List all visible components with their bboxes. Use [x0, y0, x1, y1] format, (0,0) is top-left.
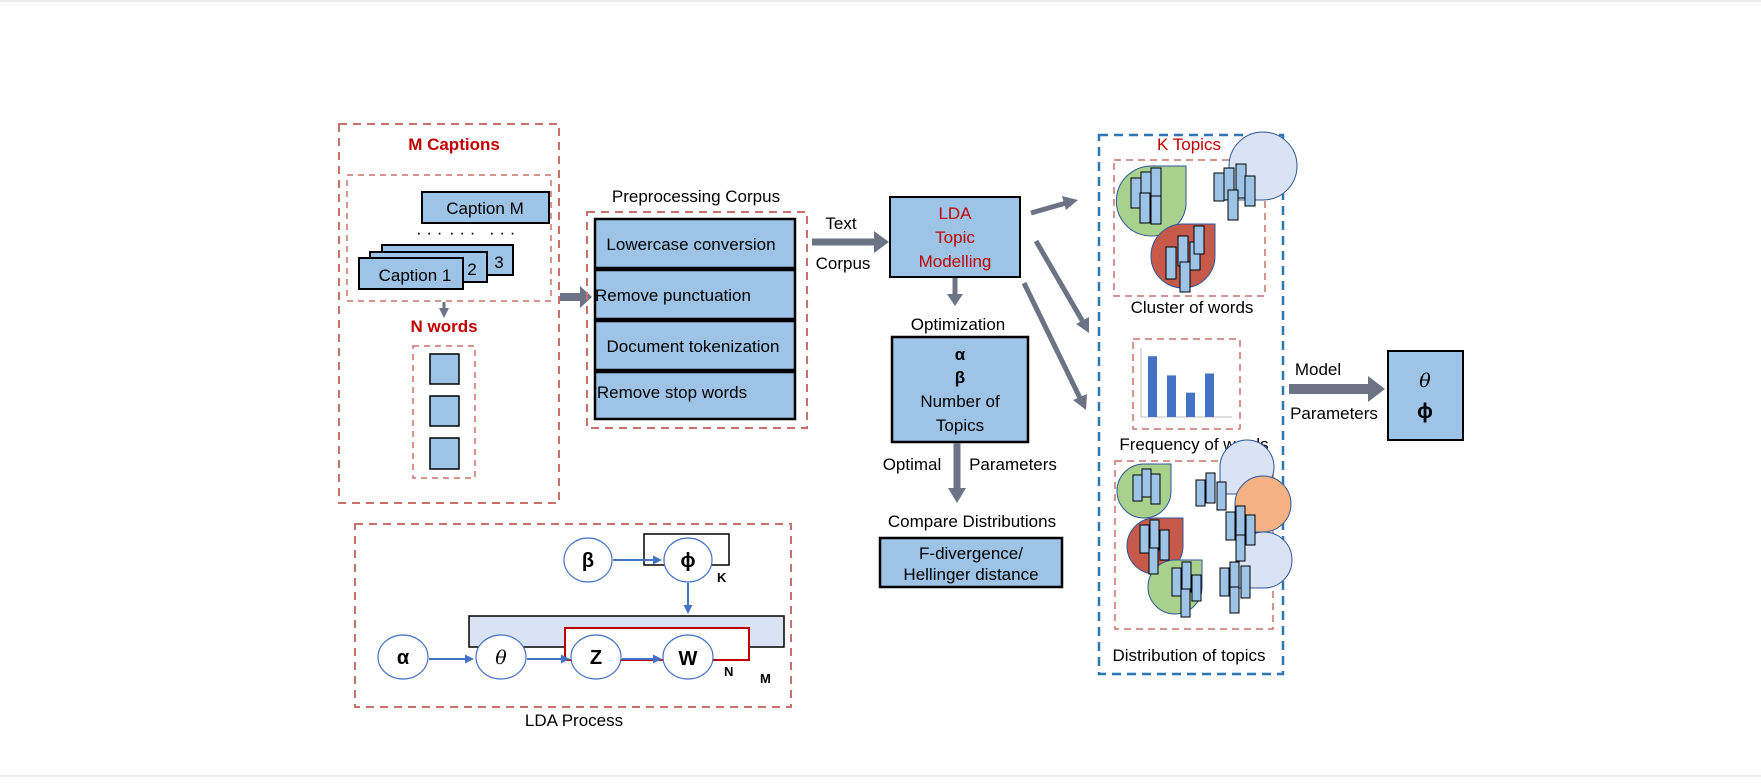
lda-line-1: LDA: [938, 204, 972, 223]
caption-2-label: 2: [467, 260, 476, 279]
k-topics-title: K Topics: [1157, 135, 1221, 154]
n-words-title: N words: [410, 317, 477, 336]
alpha-node-label: α: [397, 647, 410, 669]
preprocessing-dashed-border: [586, 211, 808, 429]
lda-to-clusters-arrow-head: [1062, 196, 1078, 210]
lda-to-optimization-arrow-head: [947, 294, 963, 306]
word-box: [429, 395, 460, 427]
model-parameters-arrow-head: [1368, 376, 1385, 402]
optimization-group: Optimization α β Number of Topics: [890, 315, 1030, 444]
distribution-label: Distribution of topics: [1112, 646, 1265, 665]
lda-process-group: K M N β ϕ α θ Z W LDA Process: [354, 523, 792, 730]
frequency-bar: [1167, 375, 1176, 417]
text-label: Text: [825, 214, 856, 233]
parameters-output-label: Parameters: [1290, 404, 1378, 423]
lda-to-distribution-arrow-head: [1073, 394, 1087, 410]
alpha-node: [377, 634, 429, 680]
w-node: [662, 634, 714, 680]
model-theta: θ: [1419, 370, 1431, 392]
lda-to-distribution-arrow-shaft: [1021, 281, 1083, 400]
optimization-box: [890, 335, 1030, 444]
cluster-word-bars: [1130, 163, 1256, 293]
preprocessing-group: Preprocessing Corpus Lowercase conversio…: [586, 187, 808, 429]
k-topics-panel: K Topics Cluster of words Frequency of w…: [1097, 131, 1298, 676]
k-topics-dashed-border: [1097, 133, 1285, 676]
frequency-bar: [1148, 356, 1157, 417]
plate-m-label: M: [760, 671, 771, 686]
theta-node-label: θ: [495, 647, 507, 669]
preprocessing-title: Preprocessing Corpus: [612, 187, 780, 206]
text-corpus-arrow-head: [874, 231, 889, 253]
z-node: [570, 634, 622, 680]
preprocessing-step: Lowercase conversion: [593, 217, 797, 270]
preprocessing-step: Remove stop words: [593, 370, 797, 421]
cluster-label: Cluster of words: [1131, 298, 1254, 317]
optimization-title: Optimization: [911, 315, 1005, 334]
frequency-bars: [1148, 356, 1214, 417]
distribution-word-bars: [1132, 468, 1256, 618]
compare-line-1: F-divergence/: [919, 544, 1023, 563]
caption-m-box: [421, 191, 550, 224]
optimization-alpha: α: [955, 345, 966, 364]
lda-to-clusters-arrow-shaft: [1030, 200, 1067, 216]
plate-k-label: K: [717, 570, 727, 585]
preprocessing-step-label: Remove punctuation: [595, 286, 751, 305]
optimal-label: Optimal: [883, 455, 942, 474]
beta-node-label: β: [582, 550, 594, 572]
lda-process-title: LDA Process: [525, 711, 623, 730]
compare-box: [878, 536, 1064, 589]
theta-node: [475, 634, 527, 680]
optimal-parameters-arrow-head: [948, 488, 966, 503]
preprocessing-step-label: Lowercase conversion: [606, 235, 775, 254]
caption-dots-3: · · ·: [489, 223, 515, 242]
caption-1-box: [358, 257, 464, 290]
lda-topic-modelling-box: LDA Topic Modelling: [889, 196, 1021, 278]
phi-node: [663, 537, 713, 583]
w-node-label: W: [679, 648, 698, 670]
captions-dashed-border: [338, 123, 560, 504]
optimization-topics-line-1: Number of: [920, 392, 1000, 411]
preprocessing-step: Document tokenization: [593, 319, 797, 372]
caption-dots-1: · · ·: [416, 223, 442, 242]
caption-3-label: 3: [494, 253, 503, 272]
parameters-label: Parameters: [969, 455, 1057, 474]
lda-to-frequency-arrow-shaft: [1033, 239, 1086, 324]
preprocessing-step-label: Remove stop words: [597, 383, 747, 402]
frequency-dashed-border: [1132, 338, 1241, 430]
corpus-label: Corpus: [816, 254, 871, 273]
model-phi: ϕ: [1417, 400, 1433, 423]
word-box: [429, 353, 460, 385]
caption-dots-2: · · ·: [449, 223, 475, 242]
preprocessing-step: Remove punctuation: [593, 268, 797, 321]
word-box: [429, 437, 460, 470]
beta-node: [563, 537, 613, 583]
compare-line-2: Hellinger distance: [903, 565, 1038, 584]
caption-stack-border: [346, 174, 552, 302]
model-label: Model: [1295, 360, 1341, 379]
optimization-beta: β: [955, 368, 965, 387]
frequency-bar: [1205, 373, 1214, 417]
compare-distributions-group: Compare Distributions F-divergence/ Hell…: [878, 512, 1064, 589]
compare-title: Compare Distributions: [888, 512, 1056, 531]
phi-node-label: ϕ: [681, 550, 696, 572]
frequency-bar: [1186, 392, 1195, 417]
lda-line-2: Topic: [935, 228, 975, 247]
preprocessing-step-label: Document tokenization: [607, 337, 780, 356]
words-dashed-border: [412, 345, 476, 479]
captions-group: M Captions Caption M · · · · · · · · · 3…: [338, 123, 560, 504]
model-parameters-box: θ ϕ: [1387, 350, 1464, 441]
caption-m-label: Caption M: [446, 199, 523, 218]
captions-title: M Captions: [408, 135, 500, 154]
lda-process-dashed-border: [354, 523, 792, 708]
lda-to-frequency-arrow-head: [1076, 317, 1089, 333]
cluster-dashed-border: [1113, 159, 1266, 297]
z-node-label: Z: [590, 647, 602, 669]
plate-n-label: N: [724, 664, 733, 679]
caption-1-label: Caption 1: [379, 266, 452, 285]
optimization-topics-line-2: Topics: [936, 416, 984, 435]
lda-line-3: Modelling: [919, 252, 992, 271]
